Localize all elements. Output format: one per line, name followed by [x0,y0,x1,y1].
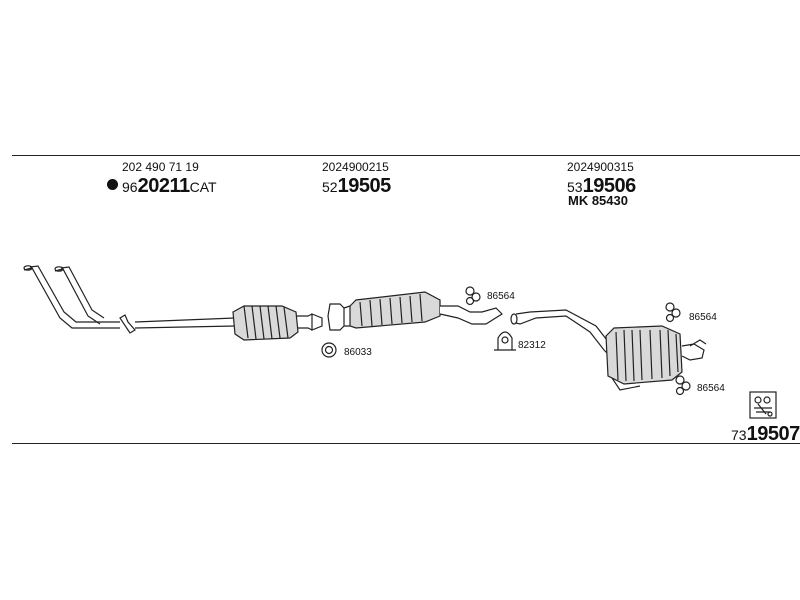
assembly-code-prefix: 73 [731,427,747,443]
part-1-code-suffix: CAT [189,179,217,195]
part-2-code-prefix: 52 [322,179,338,195]
part-3-kit-number[interactable]: MK 85430 [568,193,628,208]
assembly-code-number: 19507 [746,423,800,445]
part-1-bullet-icon [107,179,118,190]
assembly-code[interactable]: 7319507 [731,423,800,446]
rubber-hanger-icon[interactable] [465,286,481,306]
rubber-hanger-icon[interactable] [675,375,691,396]
middle-silencer-icon[interactable] [327,291,503,331]
part-1-oe-number: 202 490 71 19 [122,160,199,174]
accessory-label[interactable]: 82312 [518,340,546,351]
front-pipe-icon[interactable] [23,265,236,334]
rubber-hanger-icon[interactable] [665,302,681,323]
rear-silencer-icon[interactable] [605,325,707,391]
part-3-code-number: 19506 [582,175,637,197]
part-2-code[interactable]: 5219505 [322,175,391,198]
accessory-label[interactable]: 86564 [697,383,725,394]
fitting-kit-icon[interactable] [749,391,777,419]
accessory-label[interactable]: 86564 [689,312,717,323]
part-1-code-prefix: 96 [122,179,138,195]
part-3-oe-number: 2024900315 [567,160,634,174]
catalytic-converter-icon[interactable] [232,305,323,341]
part-1-code[interactable]: 9620211CAT [122,175,217,198]
part-2-oe-number: 2024900215 [322,160,389,174]
bottom-rule [12,443,800,444]
top-rule [12,155,800,156]
part-3-code-prefix: 53 [567,179,583,195]
part-3-code[interactable]: 5319506 [567,175,636,198]
rear-pipe-icon[interactable] [510,309,619,359]
pipe-clamp-icon[interactable] [494,331,516,351]
ring-gasket-icon[interactable] [321,342,337,358]
part-1-code-number: 20211 [137,175,191,197]
part-2-code-number: 19505 [337,175,392,197]
accessory-label[interactable]: 86564 [487,291,515,302]
accessory-label[interactable]: 86033 [344,347,372,358]
